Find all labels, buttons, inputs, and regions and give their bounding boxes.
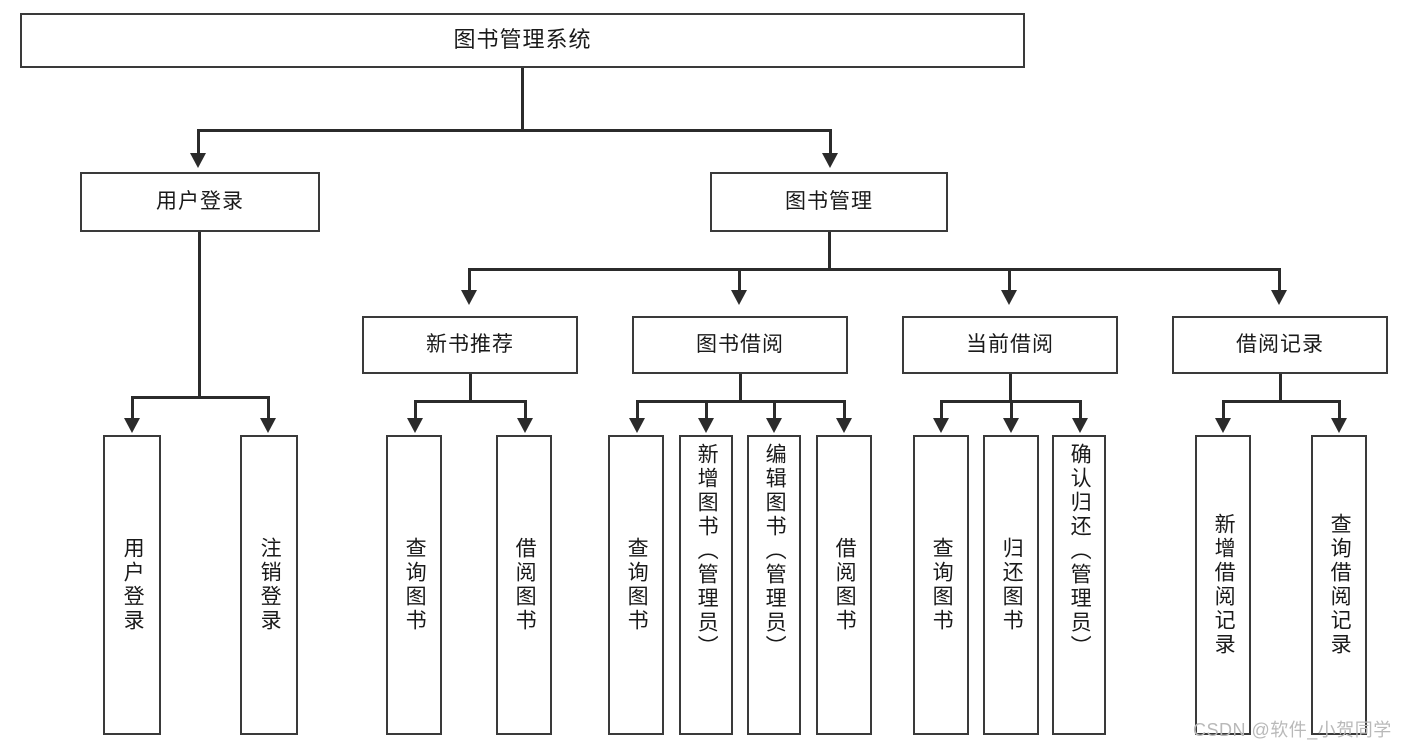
node-label: 新书推荐 xyxy=(426,333,514,357)
leaf-borrow-book-book-borrow[interactable]: 借阅图书 xyxy=(816,435,872,735)
connector-new-book-recommend-bus xyxy=(414,400,526,403)
connector-cb-drop-3 xyxy=(1079,400,1082,420)
node-label: 借阅图书 xyxy=(833,537,857,633)
arrow-to-leaf-query-book-1 xyxy=(407,418,423,433)
arrow-to-leaf-add-book xyxy=(698,418,714,433)
node-label: 用户登录 xyxy=(156,190,244,214)
arrow-to-leaf-user-login xyxy=(124,418,140,433)
leaf-logout-login[interactable]: 注销登录 xyxy=(240,435,298,735)
connector-user-login-bus xyxy=(131,396,267,399)
node-label: 确认归还（管理员） xyxy=(1068,443,1092,659)
leaf-user-login[interactable]: 用户登录 xyxy=(103,435,161,735)
connector-new-book-recommend-stem xyxy=(469,374,472,402)
leaf-query-book-current-borrow[interactable]: 查询图书 xyxy=(913,435,969,735)
connector-bb-drop-1 xyxy=(636,400,639,420)
node-label: 图书借阅 xyxy=(696,333,784,357)
connector-level3-bus xyxy=(468,268,1280,271)
node-label: 借阅记录 xyxy=(1236,333,1324,357)
csdn-watermark: CSDN @软件_小贺同学 xyxy=(1193,720,1392,740)
connector-borrow-record-stem xyxy=(1279,374,1282,402)
arrow-to-leaf-query-book-2 xyxy=(629,418,645,433)
arrow-to-leaf-add-record xyxy=(1215,418,1231,433)
connector-root-to-book-management xyxy=(829,129,832,155)
node-new-book-recommend[interactable]: 新书推荐 xyxy=(362,316,578,374)
connector-cb-drop-2 xyxy=(1010,400,1013,420)
connector-book-management-stem xyxy=(828,232,831,270)
arrow-to-book-borrow xyxy=(731,290,747,305)
node-label: 新增借阅记录 xyxy=(1212,513,1236,657)
connector-book-borrow-stem xyxy=(739,374,742,402)
node-label: 编辑图书（管理员） xyxy=(763,443,787,659)
node-label: 借阅图书 xyxy=(513,537,537,633)
leaf-add-book-admin[interactable]: 新增图书（管理员） xyxy=(679,435,733,735)
node-label: 图书管理 xyxy=(785,190,873,214)
arrow-to-leaf-return-book xyxy=(1003,418,1019,433)
arrow-to-leaf-logout-login xyxy=(260,418,276,433)
leaf-confirm-return-admin[interactable]: 确认归还（管理员） xyxy=(1052,435,1106,735)
connector-bb-drop-3 xyxy=(773,400,776,420)
connector-drop-new-book-recommend xyxy=(468,268,471,292)
leaf-query-book-book-borrow[interactable]: 查询图书 xyxy=(608,435,664,735)
leaf-add-borrow-record[interactable]: 新增借阅记录 xyxy=(1195,435,1251,735)
arrow-to-leaf-borrow-book-2 xyxy=(836,418,852,433)
node-book-management-system[interactable]: 图书管理系统 xyxy=(20,13,1025,68)
leaf-return-book[interactable]: 归还图书 xyxy=(983,435,1039,735)
connector-bb-drop-4 xyxy=(843,400,846,420)
connector-br-drop-2 xyxy=(1338,400,1341,420)
node-label: 新增图书（管理员） xyxy=(695,443,719,659)
node-label: 查询借阅记录 xyxy=(1328,513,1352,657)
connector-user-login-drop-1 xyxy=(131,396,134,420)
connector-drop-borrow-record xyxy=(1278,268,1281,292)
node-label: 归还图书 xyxy=(1000,537,1024,633)
node-label: 注销登录 xyxy=(258,537,282,633)
arrow-to-leaf-confirm-return xyxy=(1072,418,1088,433)
arrow-to-current-borrow xyxy=(1001,290,1017,305)
arrow-to-leaf-query-record xyxy=(1331,418,1347,433)
arrow-to-new-book-recommend xyxy=(461,290,477,305)
arrow-to-user-login xyxy=(190,153,206,168)
connector-drop-current-borrow xyxy=(1008,268,1011,292)
node-label: 用户登录 xyxy=(121,537,145,633)
node-user-login[interactable]: 用户登录 xyxy=(80,172,320,232)
connector-user-login-drop-2 xyxy=(267,396,270,420)
connector-drop-book-borrow xyxy=(738,268,741,292)
node-label: 当前借阅 xyxy=(966,333,1054,357)
connector-nbr-drop-1 xyxy=(414,400,417,420)
connector-nbr-drop-2 xyxy=(524,400,527,420)
connector-book-borrow-bus xyxy=(636,400,845,403)
connector-user-login-stem xyxy=(198,232,201,398)
node-label: 查询图书 xyxy=(403,537,427,633)
connector-cb-drop-1 xyxy=(940,400,943,420)
node-borrow-record[interactable]: 借阅记录 xyxy=(1172,316,1388,374)
connector-root-bus xyxy=(197,129,831,132)
connector-borrow-record-bus xyxy=(1222,400,1340,403)
leaf-query-book-new-book-recommend[interactable]: 查询图书 xyxy=(386,435,442,735)
node-book-management[interactable]: 图书管理 xyxy=(710,172,948,232)
node-label: 查询图书 xyxy=(930,537,954,633)
leaf-borrow-book-new-book-recommend[interactable]: 借阅图书 xyxy=(496,435,552,735)
connector-bb-drop-2 xyxy=(705,400,708,420)
leaf-edit-book-admin[interactable]: 编辑图书（管理员） xyxy=(747,435,801,735)
node-label: 查询图书 xyxy=(625,537,649,633)
node-label: 图书管理系统 xyxy=(453,27,592,53)
node-current-borrow[interactable]: 当前借阅 xyxy=(902,316,1118,374)
connector-br-drop-1 xyxy=(1222,400,1225,420)
leaf-query-borrow-record[interactable]: 查询借阅记录 xyxy=(1311,435,1367,735)
arrow-to-leaf-query-book-3 xyxy=(933,418,949,433)
connector-root-stem xyxy=(521,68,524,130)
arrow-to-leaf-edit-book xyxy=(766,418,782,433)
connector-root-to-user-login xyxy=(197,129,200,155)
arrow-to-leaf-borrow-book-1 xyxy=(517,418,533,433)
arrow-to-book-management xyxy=(822,153,838,168)
connector-current-borrow-stem xyxy=(1009,374,1012,402)
node-book-borrow[interactable]: 图书借阅 xyxy=(632,316,848,374)
arrow-to-borrow-record xyxy=(1271,290,1287,305)
